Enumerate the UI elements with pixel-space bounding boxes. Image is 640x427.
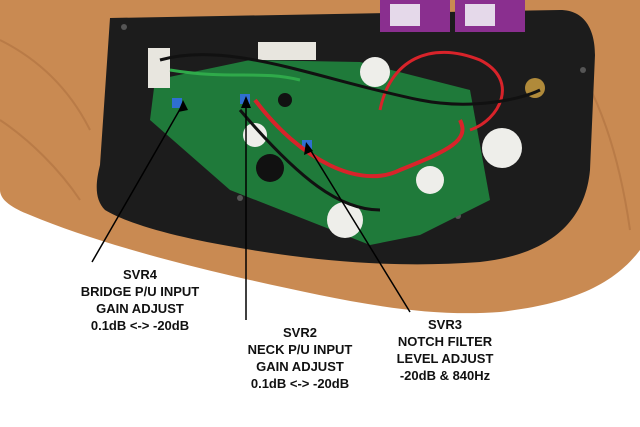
- connector-side: [148, 48, 170, 88]
- callout-line: LEVEL ADJUST: [396, 351, 494, 366]
- pointer-svr4: [91, 103, 184, 263]
- callout-line: GAIN ADJUST: [256, 359, 344, 374]
- potentiometer: [416, 166, 444, 194]
- callout-line: -20dB & 840Hz: [399, 368, 491, 383]
- battery-label: [465, 4, 495, 26]
- wire-black: [159, 53, 541, 106]
- callout-title: SVR2: [283, 325, 317, 340]
- potentiometer: [482, 128, 522, 168]
- pointer-svr3: [307, 145, 411, 313]
- capacitor: [256, 154, 284, 182]
- wire-red: [378, 50, 504, 132]
- screw: [121, 24, 127, 30]
- callout-svr4: SVR4 BRIDGE P/U INPUT GAIN ADJUST 0.1dB …: [40, 266, 240, 334]
- wire-green: [169, 68, 301, 82]
- connector-header: [258, 42, 316, 60]
- callout-line: 0.1dB <-> -20dB: [250, 376, 350, 391]
- callout-title: SVR3: [428, 317, 462, 332]
- callout-line: BRIDGE P/U INPUT: [80, 284, 200, 299]
- callout-title: SVR4: [123, 267, 157, 282]
- callout-line: 0.1dB <-> -20dB: [90, 318, 190, 333]
- callout-svr3: SVR3 NOTCH FILTER LEVEL ADJUST -20dB & 8…: [360, 316, 530, 384]
- trimmer-svr4: [172, 98, 182, 108]
- callout-line: NECK P/U INPUT: [247, 342, 353, 357]
- screw: [580, 67, 586, 73]
- potentiometer: [243, 123, 267, 147]
- screw: [237, 195, 243, 201]
- potentiometer: [360, 57, 390, 87]
- callout-line: GAIN ADJUST: [96, 301, 184, 316]
- arrowhead-svr2: [241, 96, 251, 108]
- arrowhead-svr3: [304, 142, 313, 155]
- battery-label: [390, 4, 420, 26]
- potentiometer: [327, 202, 363, 238]
- wire-black: [238, 109, 381, 212]
- callout-line: NOTCH FILTER: [397, 334, 493, 349]
- arrowhead-svr4: [178, 100, 188, 112]
- wire-red: [253, 98, 465, 179]
- callout-svr2: SVR2 NECK P/U INPUT GAIN ADJUST 0.1dB <-…: [200, 324, 400, 392]
- circuit-board: [150, 60, 490, 245]
- capacitor: [278, 93, 292, 107]
